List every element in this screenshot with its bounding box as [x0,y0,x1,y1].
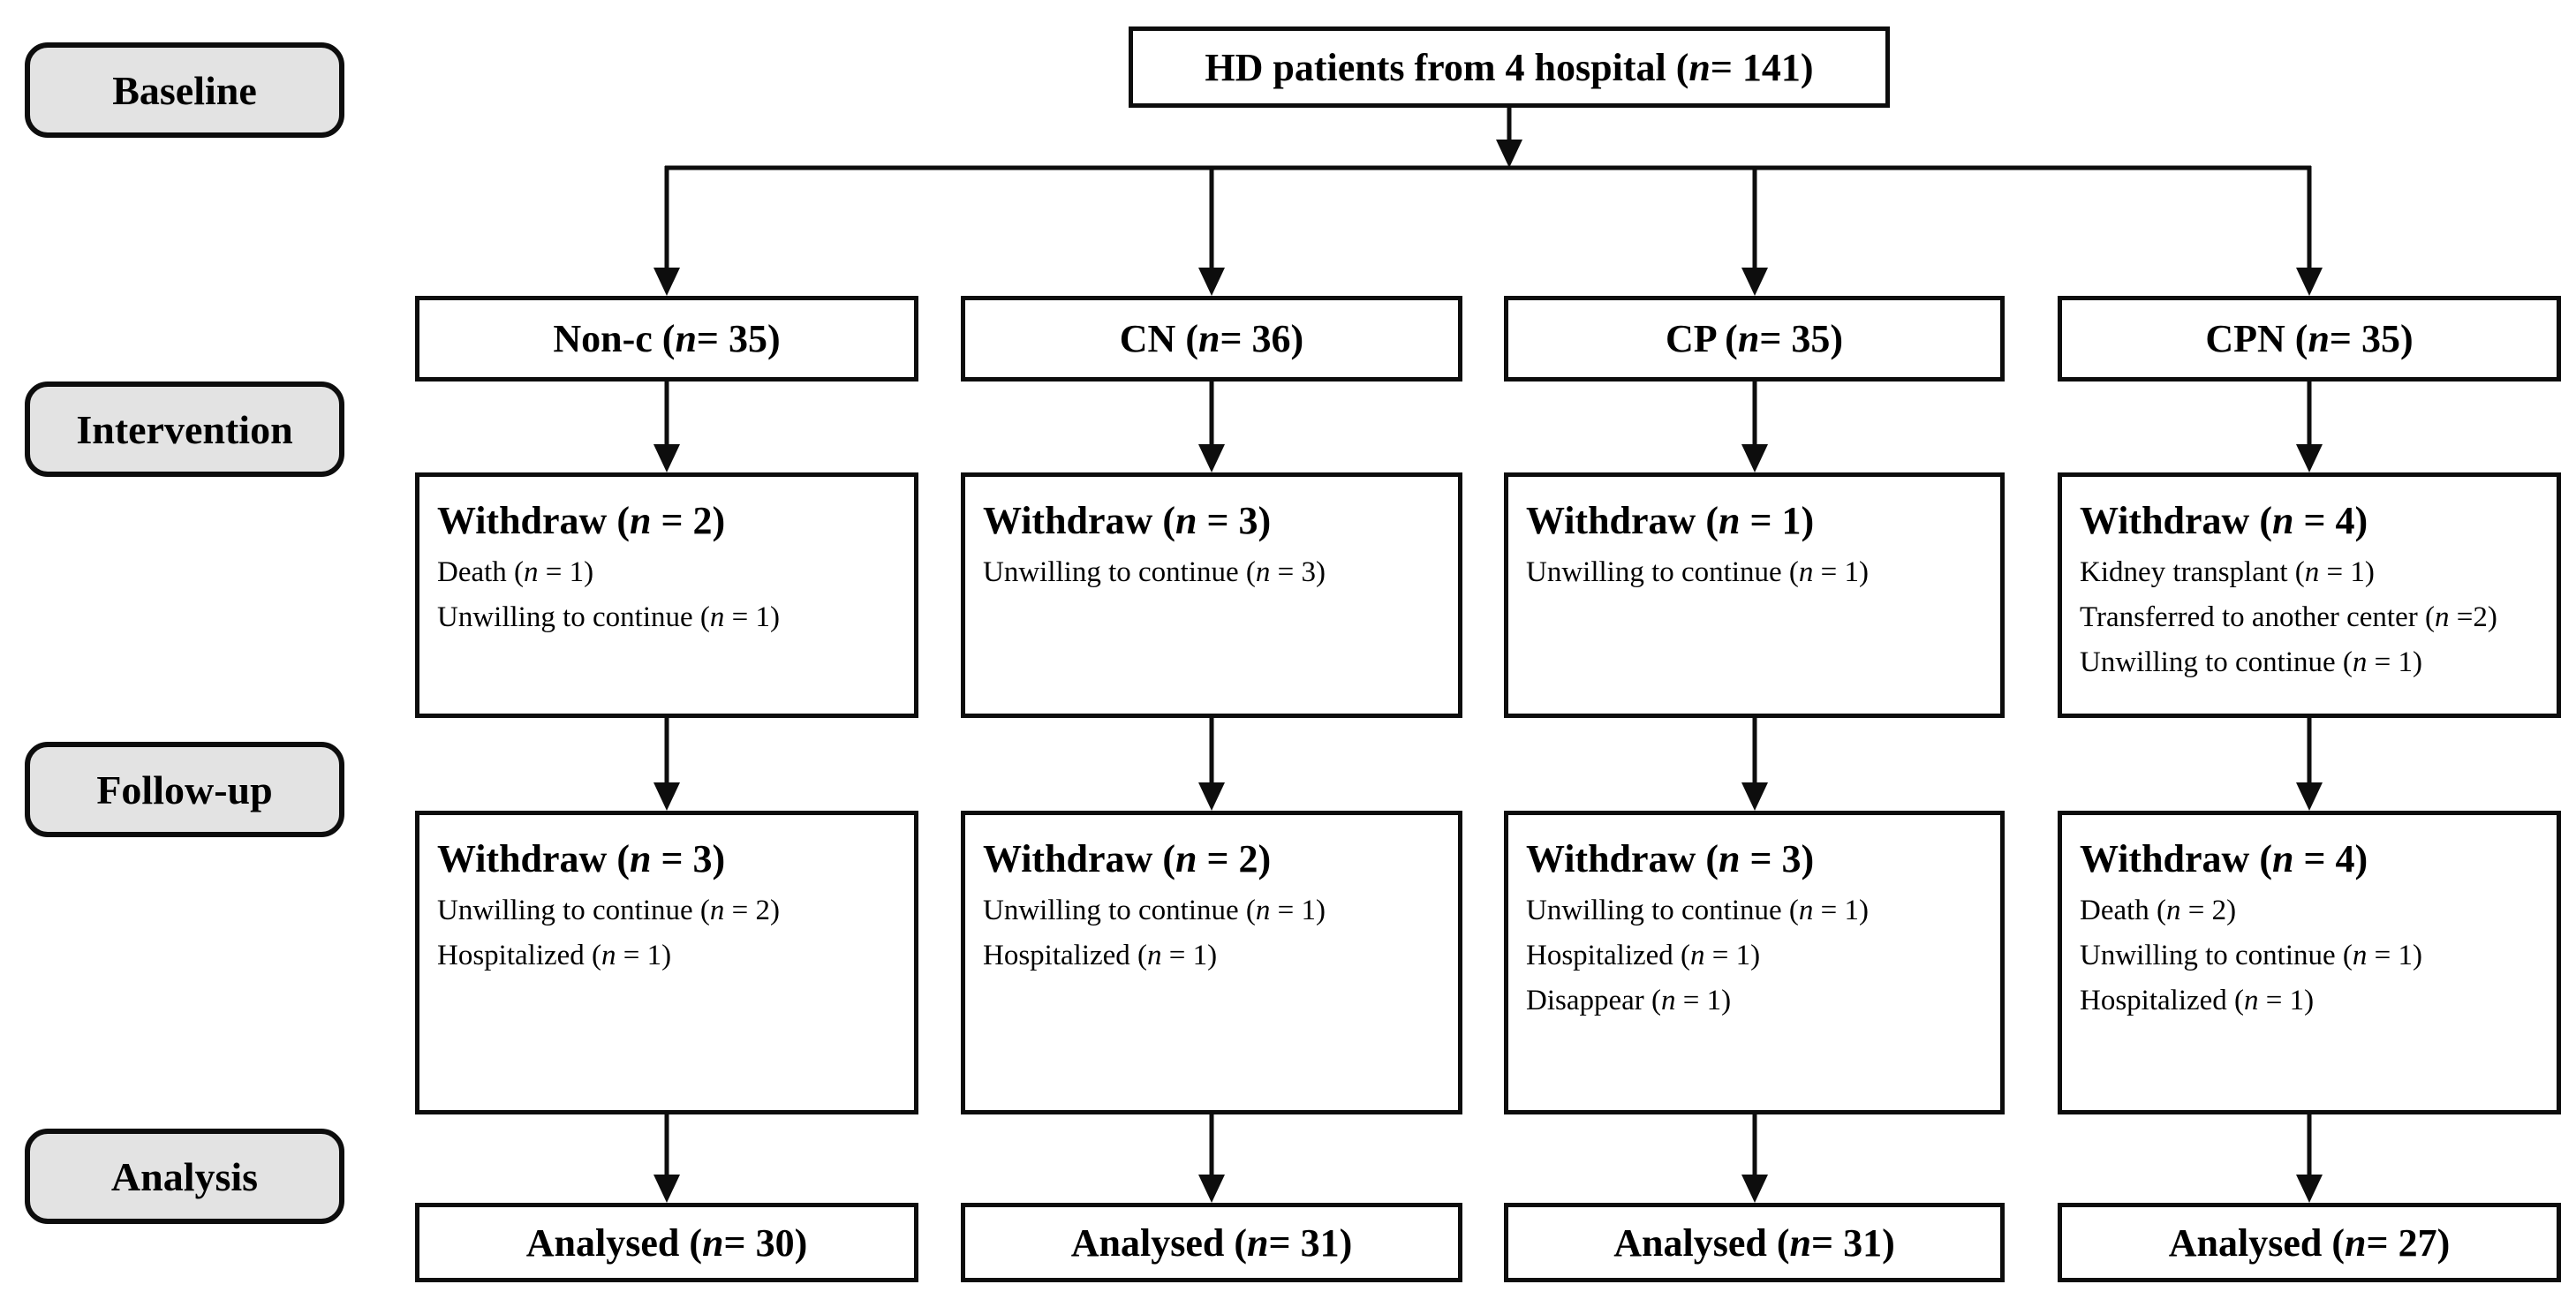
arrowhead-icon [1198,444,1225,472]
withdraw-title: Withdraw (n = 3) [983,499,1272,542]
withdraw-reason: Unwilling to continue (n = 1) [2080,646,2422,679]
withdraw-reason: Unwilling to continue (n = 1) [437,601,780,634]
withdraw-reason: Hospitalized (n = 1) [1526,940,1761,972]
arrowhead-icon [1741,444,1768,472]
withdraw-reason: Death (n = 1) [437,556,594,588]
withdraw-reason: Unwilling to continue (n = 1) [1526,895,1869,926]
arrowhead-icon [2296,1175,2323,1203]
arrowhead-icon [653,444,680,472]
intervention-withdraw-box-cn: Withdraw (n = 3) Unwilling to continue (… [961,472,1462,718]
withdraw-reason: Hospitalized (n = 1) [983,940,1218,972]
withdraw-reason: Unwilling to continue (n = 1) [983,895,1326,926]
stage-pill-intervention: Intervention [25,382,344,477]
withdraw-reason: Transferred to another center (n =2) [2080,601,2497,634]
arrowhead-icon [653,782,680,811]
withdraw-reason: Disappear (n = 1) [1526,985,1732,1017]
intervention-withdraw-box-non-c: Withdraw (n = 2) Death (n = 1) Unwilling… [415,472,918,718]
arrowhead-icon [2296,444,2323,472]
arrowhead-icon [1198,1175,1225,1203]
arrowhead-icon [1741,782,1768,811]
group-box-cpn: CPN (n = 35) [2058,296,2561,382]
enrollment-box: HD patients from 4 hospital (n = 141) [1129,26,1890,108]
analysed-box-non-c: Analysed (n = 30) [415,1203,918,1282]
arrowhead-icon [1741,1175,1768,1203]
arrowhead-icon [2296,782,2323,811]
arrowhead-icon [653,1175,680,1203]
withdraw-title: Withdraw (n = 4) [2080,499,2368,542]
stage-pill-analysis: Analysis [25,1129,344,1224]
followup-withdraw-box-cn: Withdraw (n = 2) Unwilling to continue (… [961,811,1462,1114]
withdraw-title: Withdraw (n = 2) [437,499,726,542]
withdraw-reason: Unwilling to continue (n = 2) [437,895,780,926]
withdraw-title: Withdraw (n = 3) [1526,837,1815,880]
arrowhead-icon [1198,782,1225,811]
analysed-box-cn: Analysed (n = 31) [961,1203,1462,1282]
followup-withdraw-box-cpn: Withdraw (n = 4) Death (n = 2) Unwilling… [2058,811,2561,1114]
withdraw-reason: Unwilling to continue (n = 3) [983,556,1326,588]
group-box-cn: CN (n = 36) [961,296,1462,382]
withdraw-title: Withdraw (n = 4) [2080,837,2368,880]
arrowhead-icon [653,268,680,296]
analysed-box-cpn: Analysed (n = 27) [2058,1203,2561,1282]
withdraw-reason: Unwilling to continue (n = 1) [2080,940,2422,972]
withdraw-reason: Hospitalized (n = 1) [437,940,672,972]
stage-pill-baseline: Baseline [25,42,344,138]
withdraw-title: Withdraw (n = 3) [437,837,726,880]
connector-column-3 [1741,166,1768,1203]
connector-enrollment [665,108,2311,170]
connector-column-4 [2296,166,2323,1203]
arrowhead-icon [1741,268,1768,296]
connector-column-1 [653,166,680,1203]
withdraw-title: Withdraw (n = 1) [1526,499,1815,542]
followup-withdraw-box-non-c: Withdraw (n = 3) Unwilling to continue (… [415,811,918,1114]
analysed-box-cp: Analysed (n = 31) [1504,1203,2005,1282]
connector-column-2 [1198,166,1225,1203]
withdraw-reason: Death (n = 2) [2080,895,2237,926]
stage-pill-followup: Follow-up [25,742,344,837]
withdraw-reason: Hospitalized (n = 1) [2080,985,2315,1017]
withdraw-title: Withdraw (n = 2) [983,837,1272,880]
arrowhead-icon [1496,140,1522,168]
intervention-withdraw-box-cpn: Withdraw (n = 4) Kidney transplant (n = … [2058,472,2561,718]
withdraw-reason: Unwilling to continue (n = 1) [1526,556,1869,588]
group-box-cp: CP (n = 35) [1504,296,2005,382]
withdraw-reason: Kidney transplant (n = 1) [2080,556,2375,588]
arrowhead-icon [2296,268,2323,296]
group-box-non-c: Non-c (n = 35) [415,296,918,382]
intervention-withdraw-box-cp: Withdraw (n = 1) Unwilling to continue (… [1504,472,2005,718]
arrowhead-icon [1198,268,1225,296]
followup-withdraw-box-cp: Withdraw (n = 3) Unwilling to continue (… [1504,811,2005,1114]
